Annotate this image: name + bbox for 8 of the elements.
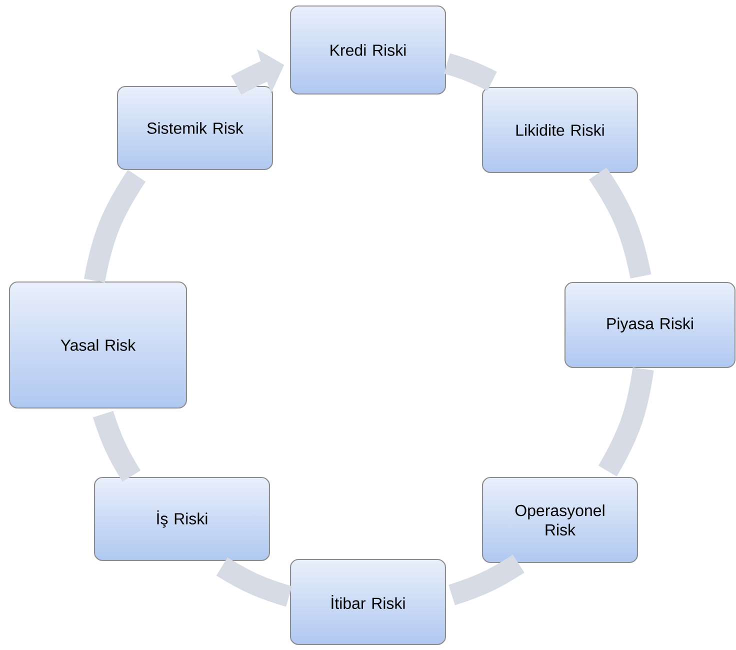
risk-box: İtibar Riski — [290, 558, 446, 646]
risk-box: Yasal Risk — [8, 281, 188, 409]
risk-box: Sistemik Risk — [116, 86, 274, 170]
risk-box: Kredi Riski — [290, 5, 446, 95]
risk-box: Piyasa Riski — [564, 282, 736, 368]
risk-box: İş Riski — [94, 476, 270, 562]
risk-box: Operasyonel Risk — [482, 476, 638, 564]
risk-box: Likidite Riski — [482, 86, 638, 174]
